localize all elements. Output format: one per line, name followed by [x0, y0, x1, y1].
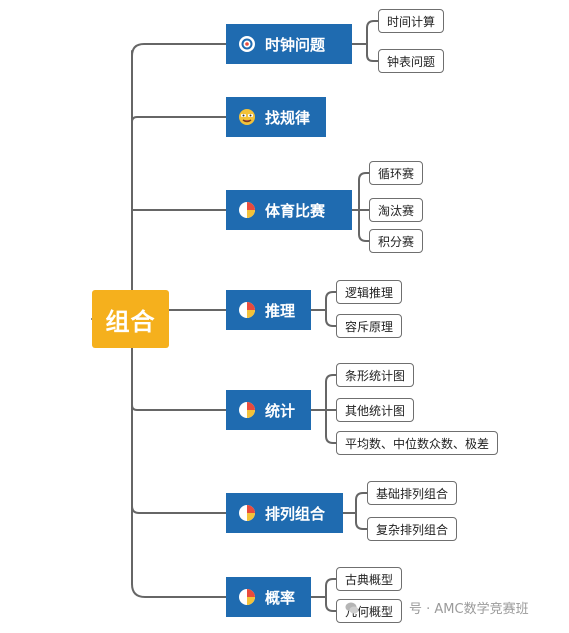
watermark: 号 · AMC数学竞赛班: [345, 598, 529, 617]
branch-statistics[interactable]: 统计: [226, 390, 311, 430]
branch-reasoning[interactable]: 推理: [226, 290, 311, 330]
leaf-points-competition[interactable]: 积分赛: [369, 229, 424, 253]
leaf-time-calculation[interactable]: 时间计算: [378, 9, 445, 33]
leaf-label: 古典概型: [345, 572, 394, 587]
branch-permutation-combination[interactable]: 排列组合: [226, 493, 343, 533]
leaf-label: 基础排列组合: [376, 486, 449, 501]
face-icon: [239, 109, 255, 125]
leaf-label: 时间计算: [387, 14, 436, 29]
branch-label: 推理: [265, 301, 296, 320]
leaf-basic-permutation[interactable]: 基础排列组合: [367, 481, 458, 505]
leaf-clock-problems[interactable]: 钟表问题: [378, 49, 445, 73]
branch-label: 时钟问题: [265, 35, 326, 54]
leaf-label: 平均数、中位数众数、极差: [345, 436, 490, 451]
branch-label: 统计: [265, 401, 296, 420]
leaf-round-robin[interactable]: 循环赛: [369, 161, 424, 185]
root-node[interactable]: 组合: [92, 290, 169, 348]
pie-chart-icon: [239, 589, 255, 605]
branch-sports-competition[interactable]: 体育比赛: [226, 190, 352, 230]
branch-probability[interactable]: 概率: [226, 577, 311, 617]
leaf-label: 积分赛: [378, 234, 415, 249]
branch-label: 排列组合: [265, 504, 326, 523]
leaf-label: 容斥原理: [345, 319, 394, 334]
leaf-mean-median-mode-range[interactable]: 平均数、中位数众数、极差: [336, 431, 499, 455]
branch-find-pattern[interactable]: 找规律: [226, 97, 326, 137]
leaf-knockout[interactable]: 淘汰赛: [369, 198, 424, 222]
leaf-label: 复杂排列组合: [376, 522, 449, 537]
leaf-label: 钟表问题: [387, 54, 436, 69]
pie-chart-icon: [239, 505, 255, 521]
branch-clock-problems[interactable]: 时钟问题: [226, 24, 352, 64]
root-label: 组合: [105, 307, 156, 336]
pie-chart-icon: [239, 202, 255, 218]
leaf-label: 淘汰赛: [378, 203, 415, 218]
pie-chart-icon: [239, 302, 255, 318]
leaf-bar-chart[interactable]: 条形统计图: [336, 363, 415, 387]
leaf-inclusion-exclusion[interactable]: 容斥原理: [336, 314, 403, 338]
leaf-other-charts[interactable]: 其他统计图: [336, 398, 415, 422]
target-icon: [239, 36, 255, 52]
leaf-label: 循环赛: [378, 166, 415, 181]
leaf-label: 条形统计图: [345, 368, 406, 383]
pie-chart-icon: [239, 402, 255, 418]
watermark-text: 号 · AMC数学竞赛班: [409, 602, 529, 617]
wechat-icon: [345, 602, 359, 613]
leaf-complex-permutation[interactable]: 复杂排列组合: [367, 517, 458, 541]
leaf-label: 其他统计图: [345, 403, 406, 418]
leaf-label: 逻辑推理: [345, 285, 394, 300]
branch-label: 体育比赛: [265, 201, 326, 220]
leaf-classical-probability[interactable]: 古典概型: [336, 567, 403, 591]
branch-label: 找规律: [265, 108, 311, 127]
leaf-logical-reasoning[interactable]: 逻辑推理: [336, 280, 403, 304]
branch-label: 概率: [265, 588, 296, 607]
